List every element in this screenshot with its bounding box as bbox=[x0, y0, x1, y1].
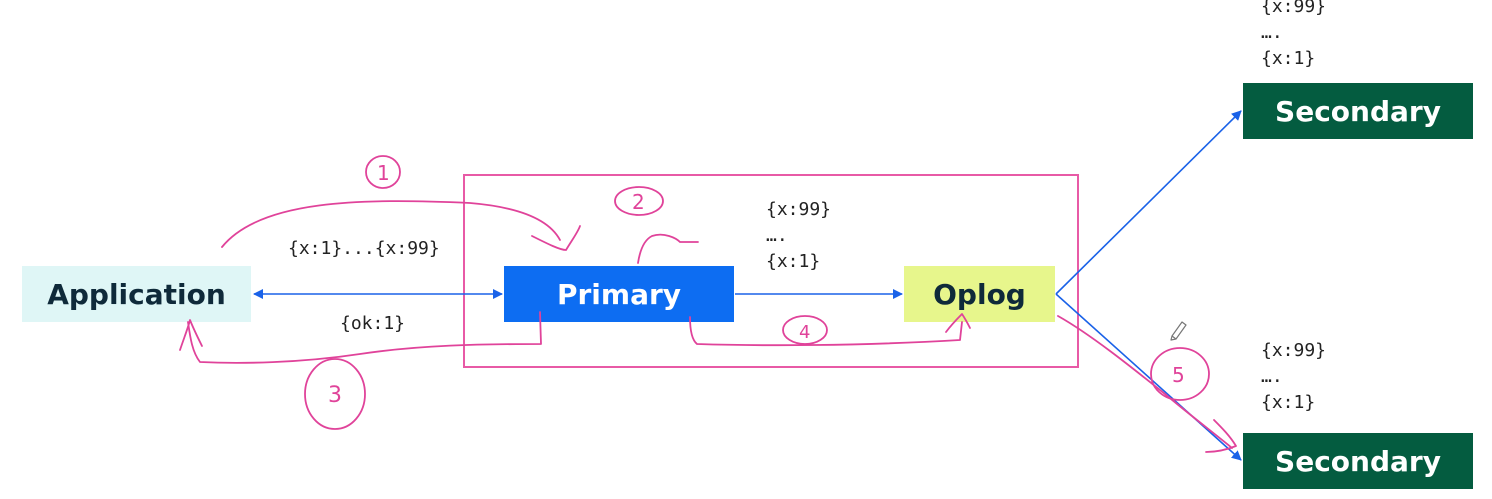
secondary-bottom-docs: {x:99} …. {x:1} bbox=[1261, 338, 1326, 416]
step-5-circle bbox=[1150, 347, 1210, 401]
primary-label: Primary bbox=[556, 277, 682, 311]
oplog-secondary-bottom-arrow bbox=[1055, 293, 1242, 461]
request-docs-label: {x:1}...{x:99} bbox=[288, 238, 440, 259]
doc-line: {x:1} bbox=[1261, 392, 1316, 413]
application-node: Application bbox=[22, 266, 251, 322]
step-2-circle bbox=[614, 186, 664, 216]
step-3-circle bbox=[304, 358, 366, 430]
step-3-number: 3 bbox=[328, 383, 342, 408]
step-2-stroke bbox=[637, 233, 699, 264]
doc-line: …. bbox=[1261, 366, 1283, 387]
step-5-stroke bbox=[1057, 315, 1233, 449]
step-1-stroke bbox=[221, 200, 561, 248]
doc-line: {x:1} bbox=[1261, 48, 1316, 69]
secondary-top-node: Secondary bbox=[1243, 83, 1473, 139]
step-3-stroke bbox=[187, 311, 542, 364]
secondary-top-docs: {x:99} …. {x:1} bbox=[1261, 0, 1326, 72]
oplog-secondary-top-arrow bbox=[1055, 110, 1242, 295]
step-1-circle bbox=[365, 155, 401, 189]
step-4-number: 4 bbox=[799, 322, 810, 343]
oplog-label: Oplog bbox=[933, 277, 1026, 311]
step-5-arrowhead bbox=[1205, 419, 1237, 453]
doc-line: {x:1} bbox=[766, 251, 821, 272]
step-4-arrowhead bbox=[945, 313, 971, 333]
oplog-node: Oplog bbox=[904, 266, 1055, 322]
step-4-stroke bbox=[689, 316, 963, 347]
pencil-cursor-icon bbox=[1170, 321, 1187, 341]
step-1-arrowhead bbox=[531, 225, 581, 251]
oplog-docs: {x:99} …. {x:1} bbox=[766, 197, 831, 275]
step-2-number: 2 bbox=[632, 190, 645, 214]
replica-set-frame bbox=[463, 174, 1079, 368]
ack-label: {ok:1} bbox=[340, 313, 406, 334]
step-4-circle bbox=[782, 315, 828, 345]
application-label: Application bbox=[47, 277, 226, 311]
step-1-number: 1 bbox=[377, 161, 390, 185]
secondary-bottom-label: Secondary bbox=[1275, 444, 1441, 478]
doc-line: {x:99} bbox=[766, 199, 832, 220]
primary-node: Primary bbox=[504, 266, 734, 322]
step-3-arrowhead bbox=[179, 319, 203, 351]
doc-line: …. bbox=[1261, 22, 1283, 43]
doc-line: …. bbox=[766, 225, 788, 246]
secondary-bottom-node: Secondary bbox=[1243, 433, 1473, 489]
secondary-top-label: Secondary bbox=[1275, 94, 1441, 128]
doc-line: {x:99} bbox=[1261, 340, 1327, 361]
step-5-number: 5 bbox=[1172, 363, 1185, 387]
doc-line: {x:99} bbox=[1261, 0, 1327, 17]
